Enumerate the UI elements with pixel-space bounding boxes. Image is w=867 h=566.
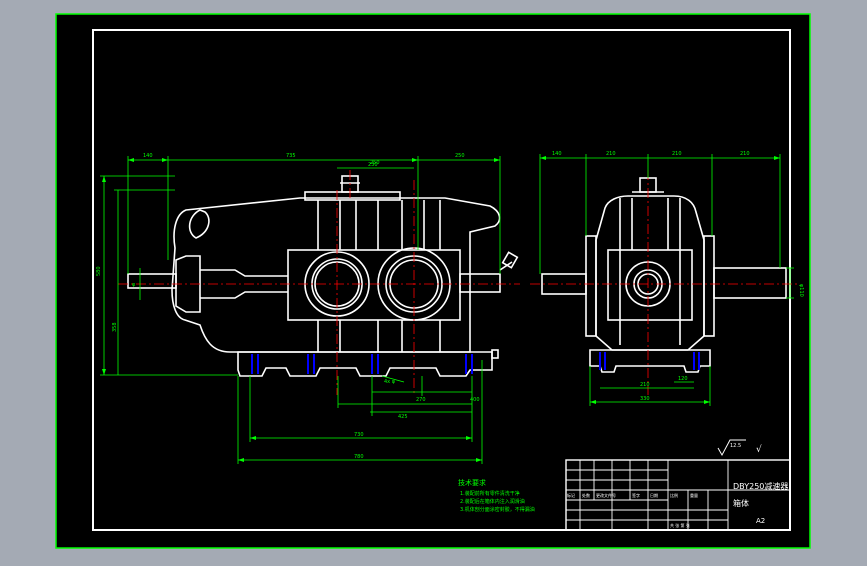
title-sheet-label: 共 张 第 张 — [670, 522, 690, 528]
dim-front-bottom-2: 400 — [470, 397, 480, 403]
dim-side-right: φ110 — [798, 284, 804, 297]
notes-line-2: 2.装配后在箱体内注入润滑油 — [460, 498, 525, 505]
roughness-symbol — [717, 439, 746, 457]
drawing-path — [494, 158, 500, 162]
drawing-path — [162, 158, 168, 162]
drawing-path — [590, 400, 596, 404]
drawing-path — [774, 156, 780, 160]
drawing-path — [704, 400, 710, 404]
title-block-text: DBY250减速器 箱体 A2 标记 处数 更改文件号 签字 日期 比例 重量 … — [567, 481, 788, 528]
dim-side-top-3: 210 — [740, 151, 750, 157]
drawing-path — [175, 255, 201, 313]
title-row-label-4: 日期 — [650, 492, 658, 498]
model-viewport — [55, 13, 811, 549]
dim-front-inner: 230 — [368, 162, 378, 168]
title-drawing-name: DBY250减速器 — [733, 481, 788, 491]
dim-front-top-1: 735 — [286, 153, 296, 159]
drawing-path — [102, 369, 106, 375]
dim-front-left-1: 358 — [112, 322, 118, 332]
title-block — [565, 459, 791, 531]
front-centerlines — [118, 170, 520, 395]
drawing-path — [250, 436, 256, 440]
drawing-path — [476, 458, 482, 462]
front-anchor-bolts — [251, 354, 473, 374]
dim-front-bottom-1: 425 — [398, 414, 408, 420]
title-row-label-2: 更改文件号 — [596, 492, 616, 498]
front-housing-outline — [171, 197, 501, 353]
dim-front-top-0: 140 — [143, 153, 153, 159]
dimension-arrows — [102, 156, 780, 462]
title-row-label-3: 签字 — [632, 492, 640, 498]
drawing-path — [128, 158, 134, 162]
drawing-path — [717, 439, 746, 457]
drawing-rect — [491, 349, 499, 359]
title-row-label-0: 标记 — [567, 492, 575, 498]
notes-title: 技术要求 — [458, 478, 486, 487]
drawing-rect — [501, 251, 519, 269]
dim-front-bottom-4: 780 — [354, 454, 364, 460]
drawing-path — [540, 156, 546, 160]
roughness-value: 12.5 — [730, 443, 741, 449]
side-housing-outline — [595, 195, 705, 351]
title-part-name: 箱体 — [733, 498, 749, 508]
dim-front-top-3: 250 — [455, 153, 465, 159]
side-right-shaft — [713, 267, 787, 299]
drawing-path — [200, 269, 288, 277]
dimension-text: 140 735 250 250 230 580 358 φ 4x φ 270 4… — [96, 151, 804, 460]
dim-side-top-1: 210 — [606, 151, 616, 157]
side-anchor-bolts — [599, 352, 700, 370]
drawing-path — [238, 458, 244, 462]
dim-side-bottom-1: 330 — [640, 396, 650, 402]
dim-side-top-2: 210 — [672, 151, 682, 157]
drawing-path — [412, 158, 418, 162]
drawing-line — [499, 261, 513, 271]
roughness-rest: √ — [756, 444, 762, 455]
dim-side-bottom-0: 210 — [640, 382, 650, 388]
drawing-path — [466, 436, 472, 440]
title-sheet-size: A2 — [756, 517, 765, 525]
notes-line-1: 1.装配前所有零件清洗干净 — [460, 490, 520, 497]
side-centerlines — [530, 170, 800, 395]
dim-front-left-0: 580 — [96, 266, 102, 276]
drawing-path — [200, 291, 288, 299]
drawing-rect — [565, 459, 791, 531]
dim-side-top-0: 140 — [552, 151, 562, 157]
dim-front-top-2: 250 — [370, 160, 380, 166]
technical-notes: 技术要求 1.装配前所有零件清洗干净 2.装配后在箱体内注入润滑油 3.机体剖分… — [458, 478, 535, 513]
front-housing-inner — [188, 209, 210, 239]
title-weight-label: 重量 — [690, 492, 698, 498]
dim-front-bottom-0: 270 — [416, 397, 426, 403]
front-output-shaft — [459, 273, 501, 293]
drawing-path — [102, 176, 106, 182]
dim-side-bottom-2: 120 — [678, 376, 688, 382]
dimension-lines — [100, 154, 794, 464]
side-bearing-block — [607, 249, 693, 321]
dim-front-left-small: φ — [132, 282, 136, 288]
title-scale-label: 比例 — [670, 492, 678, 498]
notes-line-3: 3.机体剖分面涂密封胶，不得漏油 — [460, 506, 535, 513]
title-row-label-1: 处数 — [582, 492, 590, 498]
drawing-line — [381, 375, 405, 383]
dim-front-bottom-3: 730 — [354, 432, 364, 438]
dim-front-base-small: 4x φ — [384, 379, 396, 385]
front-base — [237, 351, 493, 377]
